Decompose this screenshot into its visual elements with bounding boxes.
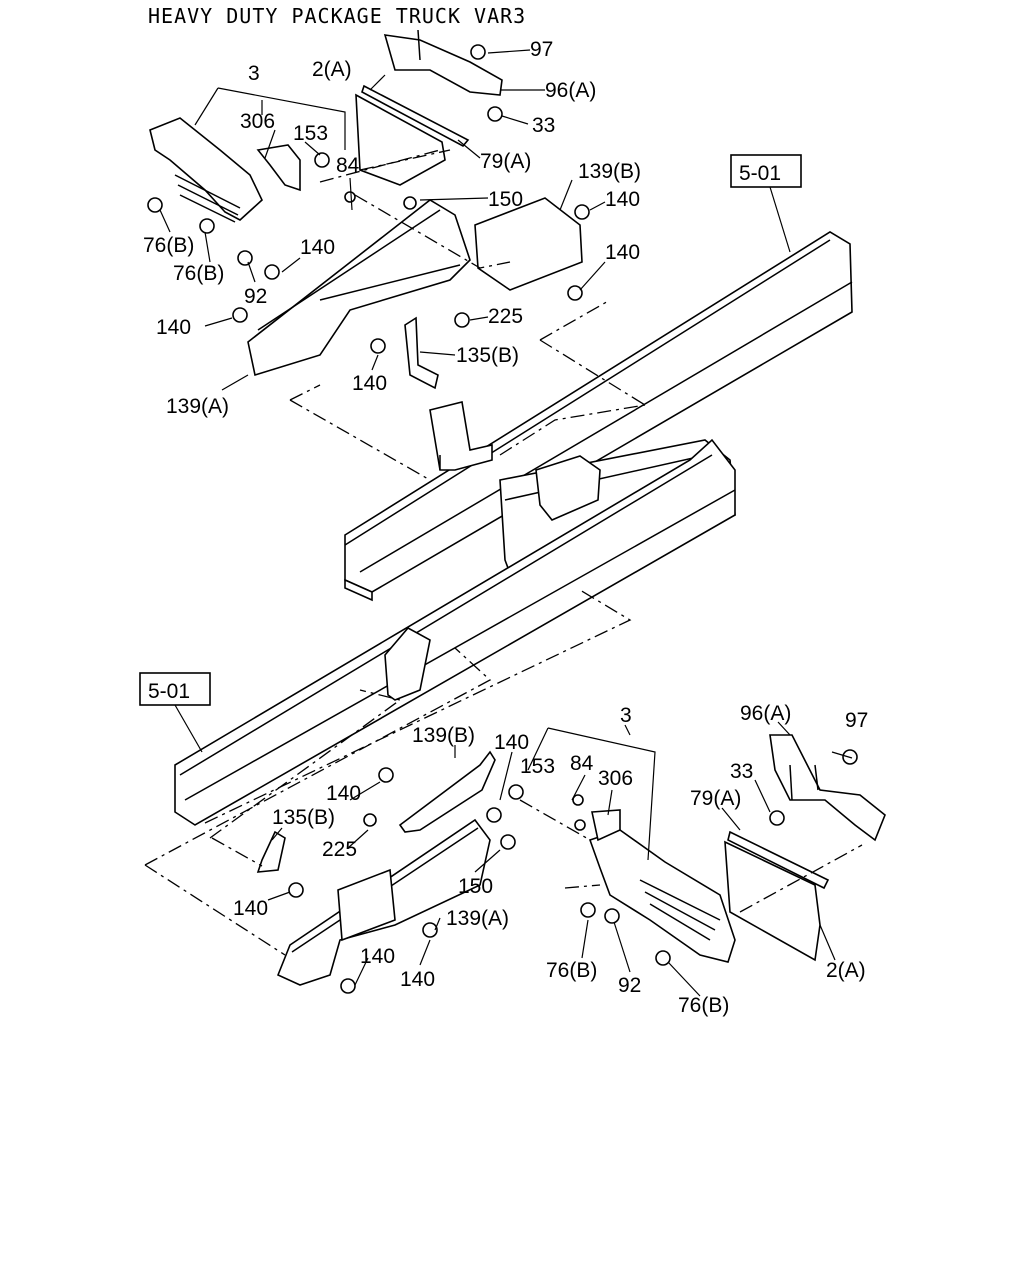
label-2a: 2(A) <box>312 58 352 81</box>
label-140-b: 140 <box>605 241 640 264</box>
label-150: 150 <box>488 188 523 211</box>
label-150: 150 <box>458 875 493 898</box>
label-140-d: 140 <box>156 316 191 339</box>
bolts-top <box>147 44 590 354</box>
label-3: 3 <box>620 704 632 727</box>
bottom-leaders <box>144 589 863 997</box>
label-153: 153 <box>293 122 328 145</box>
label-140-a: 140 <box>494 731 529 754</box>
label-3: 3 <box>248 62 260 85</box>
label-76b-1: 76(B) <box>143 234 194 257</box>
top-assembly: 5-01 <box>143 29 853 602</box>
label-140-c: 140 <box>300 236 335 259</box>
label-140-a: 140 <box>605 188 640 211</box>
bottom-assembly: 5-01 <box>139 438 886 1017</box>
label-76b-1: 76(B) <box>546 959 597 982</box>
label-153: 153 <box>520 755 555 778</box>
label-2a: 2(A) <box>826 959 866 982</box>
label-33: 33 <box>532 114 555 137</box>
top-labels: 3 2(A) 97 96(A) 33 306 153 84 79(A) 150 … <box>143 38 641 418</box>
bolts-bottom <box>288 749 858 994</box>
top-parts <box>147 29 590 390</box>
label-84: 84 <box>336 154 360 177</box>
label-76b-2: 76(B) <box>173 262 224 285</box>
label-96a: 96(A) <box>545 79 596 102</box>
top-leaders <box>159 49 646 481</box>
ref-label-bottom: 5-01 <box>148 680 190 703</box>
label-96a: 96(A) <box>740 702 791 725</box>
label-306: 306 <box>240 110 275 133</box>
label-225: 225 <box>488 305 523 328</box>
label-135b: 135(B) <box>456 344 519 367</box>
ref-box-top: 5-01 <box>730 154 802 253</box>
label-140-d: 140 <box>360 945 395 968</box>
label-140-b: 140 <box>326 782 361 805</box>
diagram-title: HEAVY DUTY PACKAGE TRUCK VAR3 <box>148 4 527 28</box>
bottom-parts <box>256 734 886 994</box>
label-225: 225 <box>322 838 357 861</box>
label-79a: 79(A) <box>690 787 741 810</box>
frame-rail-bottom <box>174 438 736 826</box>
label-139a: 139(A) <box>166 395 229 418</box>
label-92: 92 <box>244 285 267 308</box>
ref-box-bottom: 5-01 <box>139 672 211 753</box>
bottom-labels: 139(B) 140 3 96(A) 97 153 84 306 33 79(A… <box>233 702 868 1017</box>
label-135b: 135(B) <box>272 806 335 829</box>
ref-label-top: 5-01 <box>739 162 781 185</box>
label-140-e: 140 <box>400 968 435 991</box>
label-97: 97 <box>845 709 868 732</box>
label-84: 84 <box>570 752 594 775</box>
label-79a: 79(A) <box>480 150 531 173</box>
label-140-e: 140 <box>352 372 387 395</box>
label-139a: 139(A) <box>446 907 509 930</box>
label-92: 92 <box>618 974 641 997</box>
label-140-c: 140 <box>233 897 268 920</box>
label-33: 33 <box>730 760 753 783</box>
label-306: 306 <box>598 767 633 790</box>
label-139b: 139(B) <box>412 724 475 747</box>
label-76b-2: 76(B) <box>678 994 729 1017</box>
label-97: 97 <box>530 38 553 61</box>
label-139b: 139(B) <box>578 160 641 183</box>
